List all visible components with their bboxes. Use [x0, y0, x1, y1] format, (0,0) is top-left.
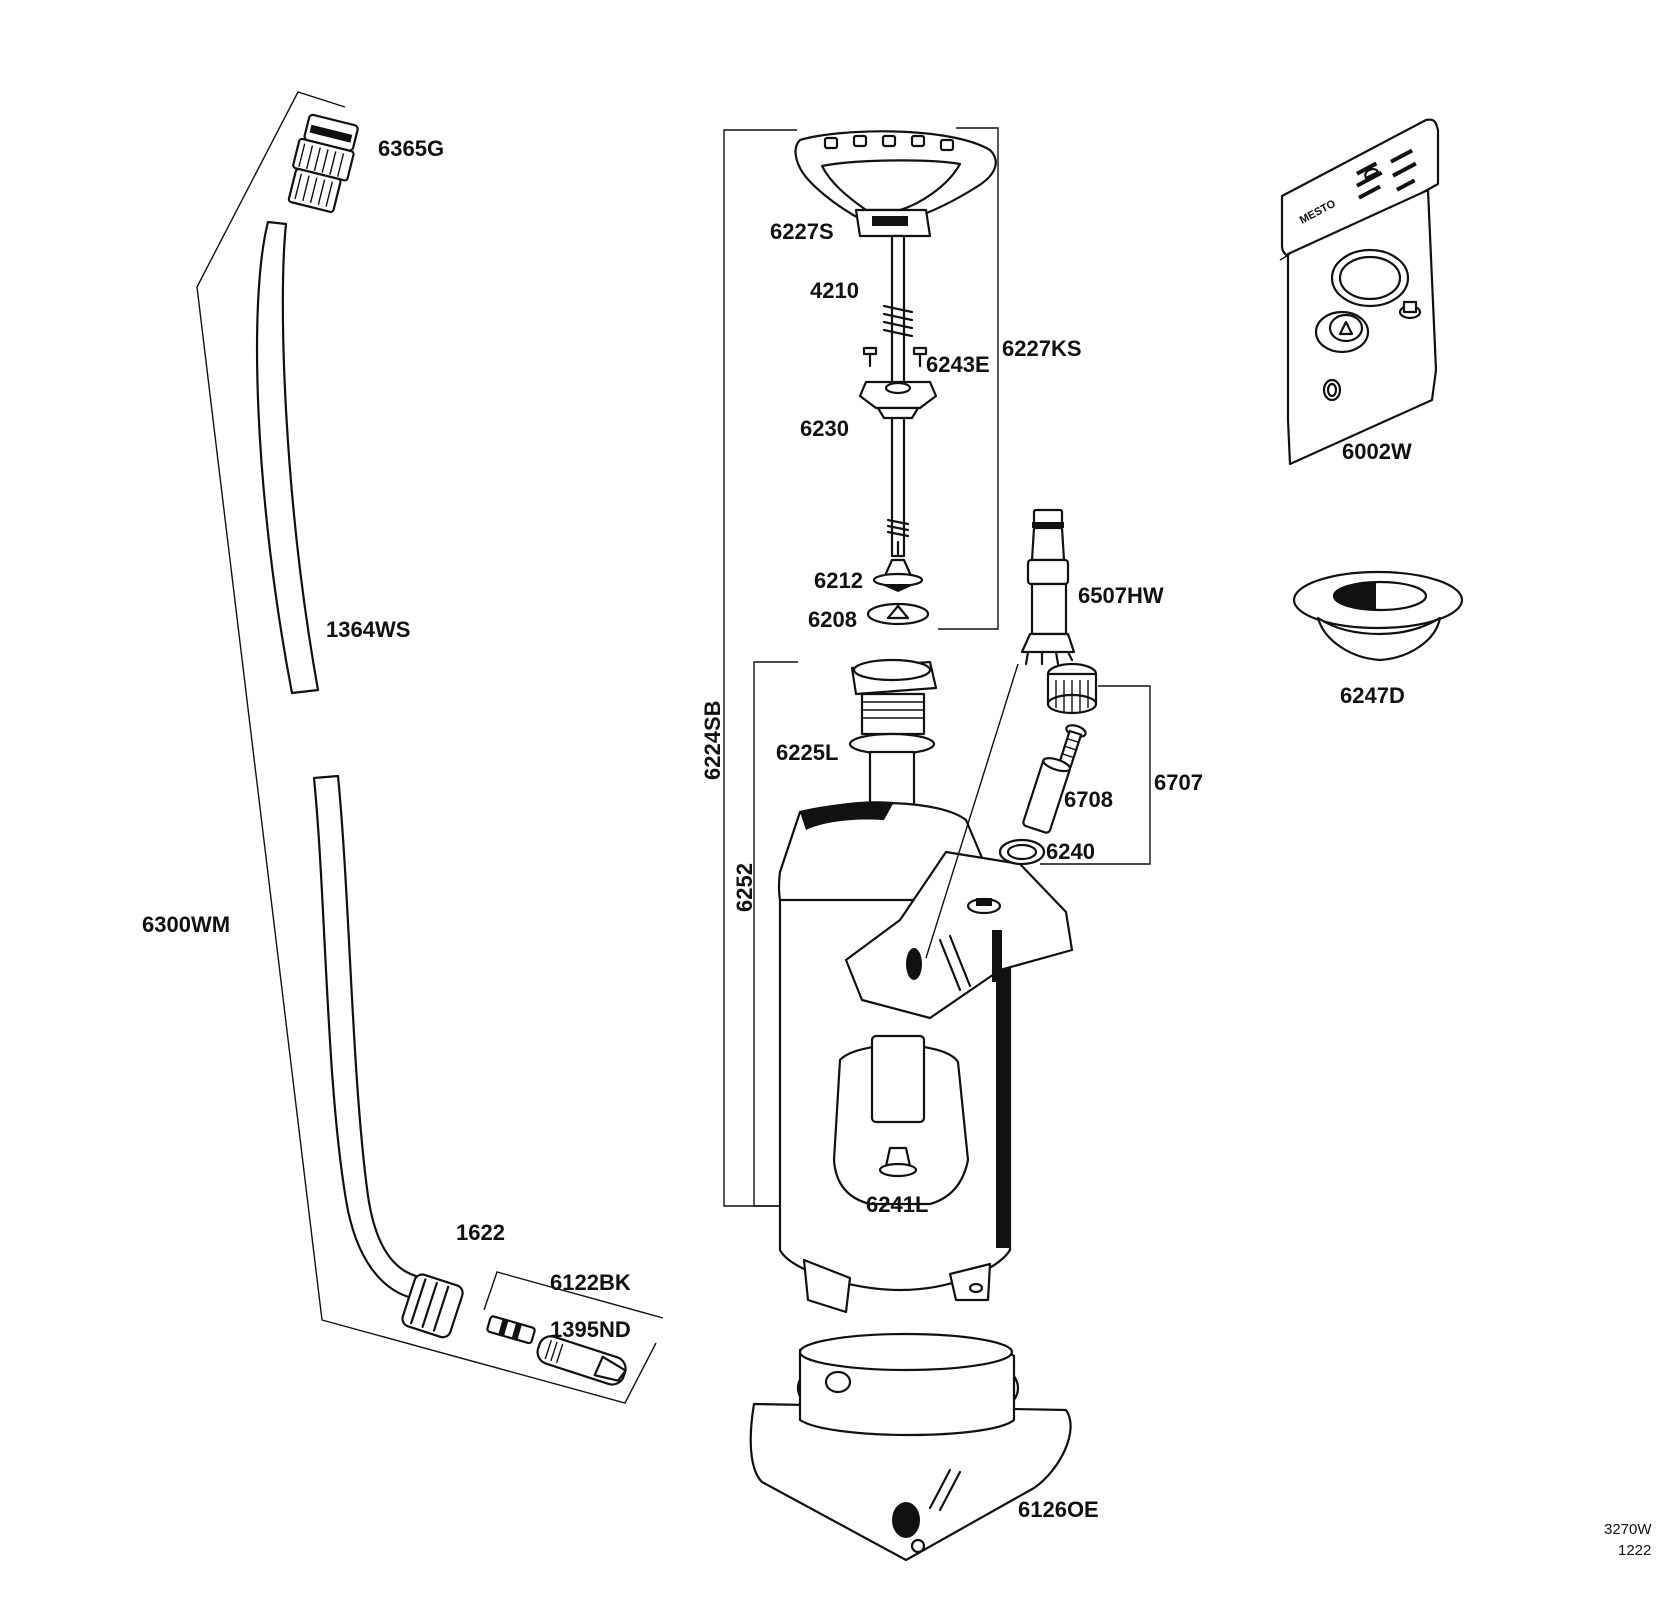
label-6002W: 6002W [1342, 439, 1412, 464]
rod-tip-spring [886, 518, 910, 538]
part-6365G [287, 113, 359, 213]
label-6241L: 6241L [866, 1192, 928, 1217]
label-6247D: 6247D [1340, 683, 1405, 708]
part-6122BK [536, 1335, 627, 1386]
label-6225L: 6225L [776, 740, 838, 765]
label-6300WM: 6300WM [142, 912, 230, 937]
label-6707: 6707 [1154, 770, 1203, 795]
part-6252-tank [777, 801, 1074, 1314]
part-6212 [872, 540, 924, 592]
label-6208: 6208 [808, 607, 857, 632]
part-1622 [401, 1273, 464, 1339]
drawing-footer: 3270W 1222 [1604, 1521, 1652, 1559]
hose-assembly [196, 91, 664, 1404]
leader-6507HW [925, 663, 1019, 959]
part-6243E [862, 346, 928, 368]
label-1622: 1622 [456, 1220, 505, 1245]
label-1364WS: 1364WS [326, 617, 410, 642]
label-6227S: 6227S [770, 219, 834, 244]
bracket-6122BK [483, 1271, 664, 1319]
label-6708: 6708 [1064, 787, 1113, 812]
drawing-revision: 1222 [1618, 1542, 1651, 1559]
label-6240: 6240 [1046, 839, 1095, 864]
label-6365G: 6365G [378, 136, 444, 161]
pressure-valve-assembly [998, 508, 1151, 866]
label-1395ND: 1395ND [550, 1317, 631, 1342]
label-6122BK: 6122BK [550, 1270, 631, 1295]
part-6002W-kit: MESTO [1279, 118, 1440, 466]
part-6708 [1022, 724, 1087, 834]
label-6126OE: 6126OE [1018, 1497, 1099, 1522]
label-4210: 4210 [810, 278, 859, 303]
label-6507HW: 6507HW [1078, 583, 1164, 608]
part-6208 [866, 602, 930, 626]
bracket-6252 [753, 661, 798, 1207]
label-6227KS: 6227KS [1002, 336, 1082, 361]
part-6240 [998, 838, 1046, 866]
part-4210 [882, 304, 914, 338]
part-1364WS [255, 220, 320, 695]
label-6230: 6230 [800, 416, 849, 441]
label-6212: 6212 [814, 568, 863, 593]
part-labels: 6365G 1364WS 6300WM 1622 6122BK 1395ND 6… [142, 136, 1412, 1522]
drawing-number: 3270W [1604, 1521, 1652, 1538]
part-6507HW [1020, 508, 1076, 666]
pump-assembly [723, 127, 1074, 1562]
label-6243E: 6243E [926, 352, 990, 377]
bracket-6707 [1040, 685, 1151, 865]
part-6230 [858, 380, 938, 420]
label-6252: 6252 [732, 863, 757, 912]
part-6227S [794, 130, 997, 238]
part-6247D [1292, 570, 1464, 662]
part-hose-6300WM [312, 774, 418, 1300]
part-1395ND [486, 1315, 536, 1345]
bracket-6300WM [196, 91, 657, 1404]
part-6707-cap [1046, 662, 1098, 715]
bracket-6227KS [938, 127, 999, 630]
part-6126OE [749, 1332, 1072, 1562]
label-6224SB: 6224SB [700, 700, 725, 780]
